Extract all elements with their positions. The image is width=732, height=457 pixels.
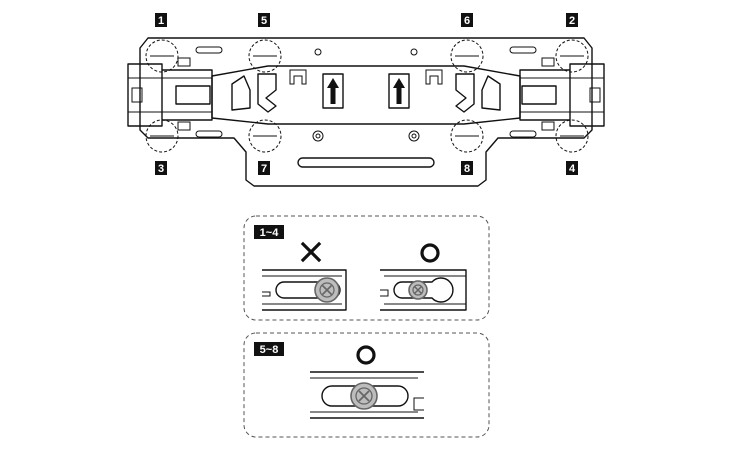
up-arrow-icon <box>388 73 410 109</box>
detail-circle-6 <box>450 39 484 73</box>
callout-3: 3 <box>155 161 167 175</box>
correct-screw-position <box>310 371 424 419</box>
svg-text:3: 3 <box>158 163 164 175</box>
center-frame <box>211 65 521 125</box>
screw-icon <box>314 277 340 303</box>
plate-slots <box>195 46 537 168</box>
svg-text:5~8: 5~8 <box>260 344 279 356</box>
callout-6: 6 <box>461 13 473 27</box>
detail-circle-1 <box>145 39 179 73</box>
callout-2: 2 <box>566 13 578 27</box>
left-slide-arm <box>127 57 213 131</box>
svg-text:8: 8 <box>464 163 470 175</box>
correct-mark-icon <box>420 243 440 263</box>
detail-circle-4 <box>555 119 589 153</box>
callout-4: 4 <box>566 161 578 175</box>
callout-7: 7 <box>258 161 270 175</box>
screw-detail-markers <box>145 39 589 153</box>
wrong-mark-icon <box>300 241 322 263</box>
detail-circle-3 <box>145 119 179 153</box>
incorrect-screw-position <box>262 269 347 311</box>
svg-text:4: 4 <box>569 163 576 175</box>
panel-label-1-4: 1~4 <box>254 225 284 239</box>
svg-text:5: 5 <box>261 15 267 27</box>
correct-mark-icon <box>356 345 376 365</box>
callout-1: 1 <box>155 13 167 27</box>
correct-screw-position <box>380 269 467 311</box>
screw-icon <box>350 382 378 410</box>
detail-panel-1-4: 1~4 <box>243 215 490 321</box>
screw-icon <box>408 280 428 300</box>
wall-bracket <box>127 37 605 187</box>
svg-text:1~4: 1~4 <box>260 227 280 239</box>
bracket-plate-outline <box>139 37 593 187</box>
callout-5: 5 <box>258 13 270 27</box>
svg-text:2: 2 <box>569 15 575 27</box>
svg-text:7: 7 <box>261 163 267 175</box>
detail-circle-2 <box>555 39 589 73</box>
detail-panel-5-8: 5~8 <box>243 332 490 438</box>
detail-circle-7 <box>248 119 282 153</box>
detail-circle-5 <box>248 39 282 73</box>
panel-label-5-8: 5~8 <box>254 342 284 356</box>
callout-8: 8 <box>461 161 473 175</box>
detail-circle-8 <box>450 119 484 153</box>
svg-text:6: 6 <box>464 15 470 27</box>
svg-text:1: 1 <box>158 15 164 27</box>
up-arrow-icon <box>322 73 344 109</box>
